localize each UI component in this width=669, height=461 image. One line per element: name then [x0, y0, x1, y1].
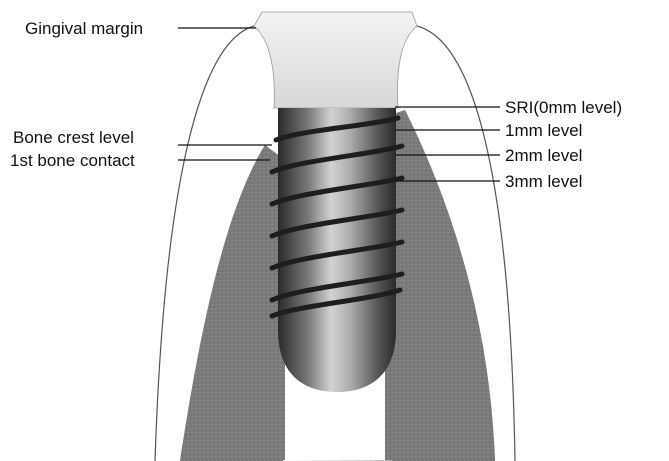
label-2mm-level: 2mm level	[505, 147, 582, 164]
label-gingival-margin: Gingival margin	[25, 20, 143, 37]
label-1mm-level: 1mm level	[505, 122, 582, 139]
bone-crest-right	[390, 110, 495, 461]
label-bone-crest-level: Bone crest level	[13, 129, 134, 146]
label-3mm-level: 3mm level	[505, 173, 582, 190]
bone-crest	[180, 145, 283, 461]
abutment-collar	[254, 12, 417, 108]
label-first-bone-contact: 1st bone contact	[10, 152, 135, 169]
label-sri-level: SRI(0mm level)	[505, 99, 622, 116]
